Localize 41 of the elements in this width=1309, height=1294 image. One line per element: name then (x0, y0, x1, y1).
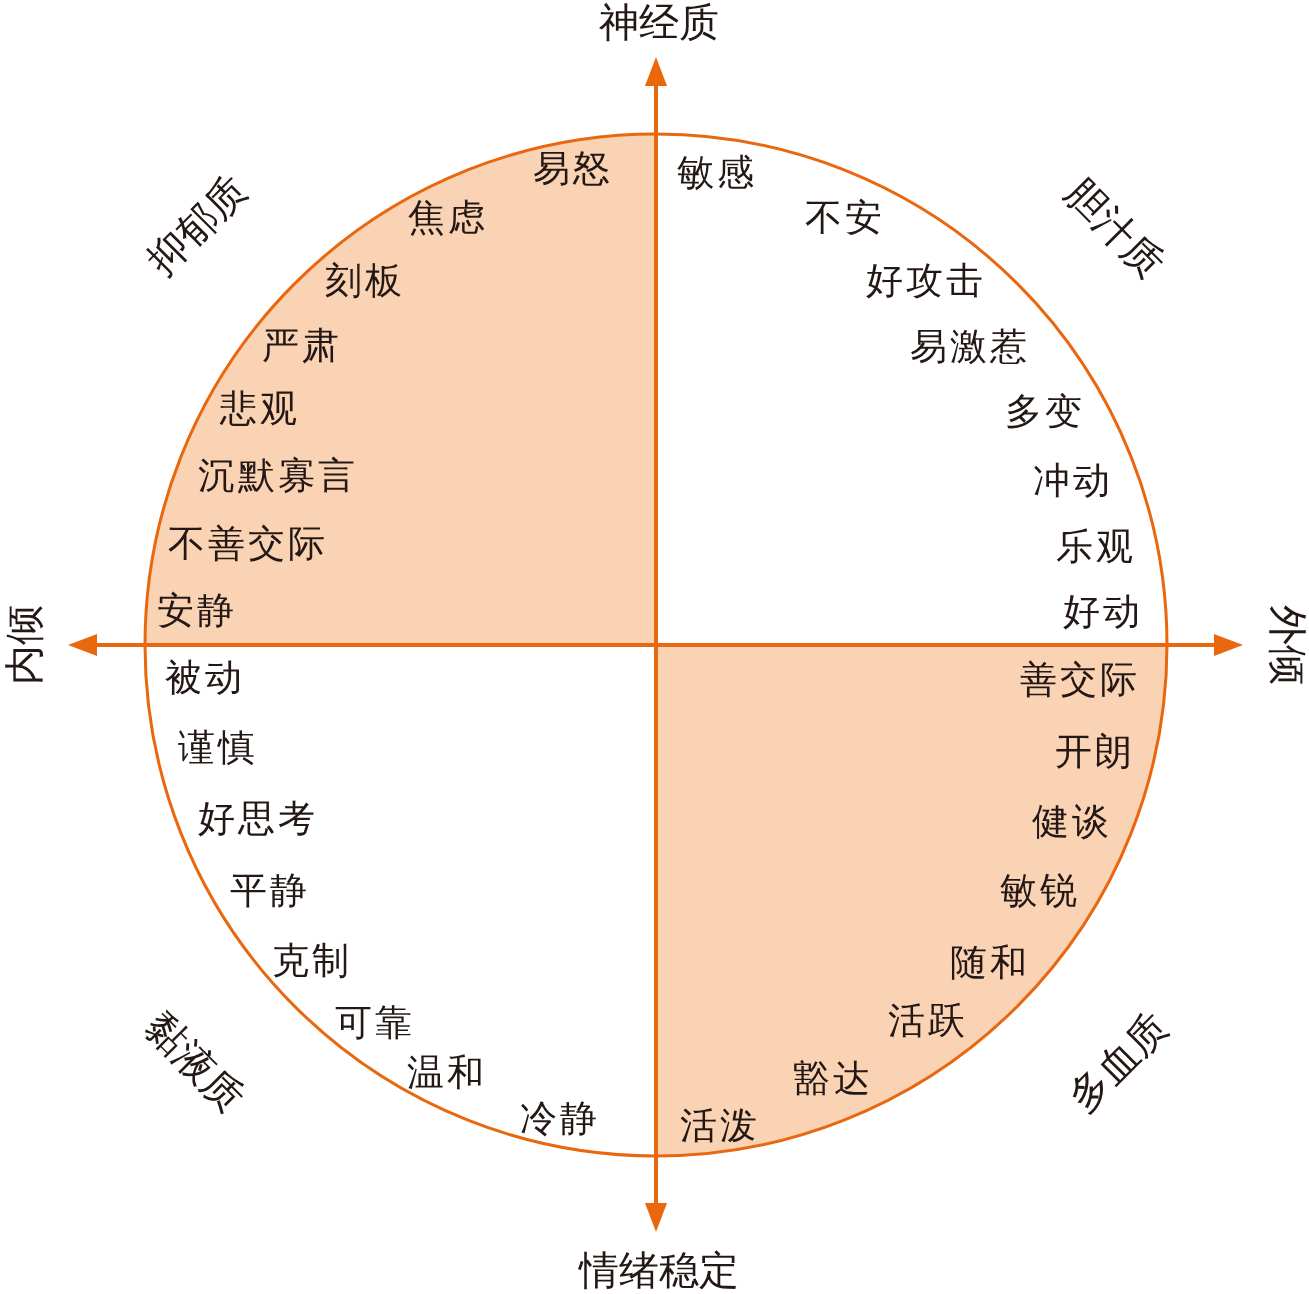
trait-label: 敏感 (677, 153, 757, 191)
trait-label: 可靠 (335, 1003, 415, 1041)
trait-label: 谨慎 (178, 728, 258, 766)
trait-label: 敏锐 (1000, 871, 1080, 909)
temperament-label: 抑郁质 (140, 168, 254, 282)
trait-label: 沉默寡言 (198, 456, 358, 494)
trait-label: 善交际 (1020, 660, 1140, 698)
trait-label: 多变 (1005, 392, 1085, 430)
trait-label: 开朗 (1055, 732, 1135, 770)
temperament-label: 胆汁质 (1058, 171, 1172, 285)
trait-label: 严肃 (262, 326, 342, 364)
trait-label: 易怒 (533, 149, 613, 187)
trait-label: 克制 (272, 941, 352, 979)
trait-label: 被动 (165, 658, 245, 696)
trait-label: 不善交际 (168, 524, 328, 562)
trait-label: 温和 (407, 1053, 487, 1091)
trait-label: 刻板 (325, 261, 405, 299)
trait-label: 豁达 (793, 1059, 873, 1097)
trait-label: 安静 (157, 591, 237, 629)
trait-label: 活泼 (680, 1106, 760, 1144)
axis-label: 情绪稳定 (579, 1250, 739, 1290)
trait-label: 活跃 (888, 1001, 968, 1039)
trait-label: 平静 (230, 871, 310, 909)
temperament-label: 黏液质 (138, 1005, 252, 1119)
trait-label: 易激惹 (910, 327, 1030, 365)
trait-label: 不安 (805, 198, 885, 236)
trait-label: 好攻击 (866, 261, 986, 299)
trait-label: 冲动 (1033, 461, 1113, 499)
quadrant-sector (656, 645, 1172, 1157)
trait-label: 健谈 (1032, 802, 1112, 840)
trait-label: 好动 (1063, 592, 1143, 630)
axis-label: 神经质 (599, 2, 719, 42)
axis-label: 外倾 (1268, 605, 1308, 685)
trait-label: 随和 (950, 943, 1030, 981)
axis-label: 内倾 (4, 605, 44, 685)
trait-label: 乐观 (1056, 527, 1136, 565)
temperament-label: 多血质 (1061, 1005, 1175, 1119)
trait-label: 好思考 (198, 799, 318, 837)
trait-label: 冷静 (520, 1099, 600, 1137)
trait-label: 悲观 (220, 389, 300, 427)
trait-label: 焦虑 (408, 198, 488, 236)
